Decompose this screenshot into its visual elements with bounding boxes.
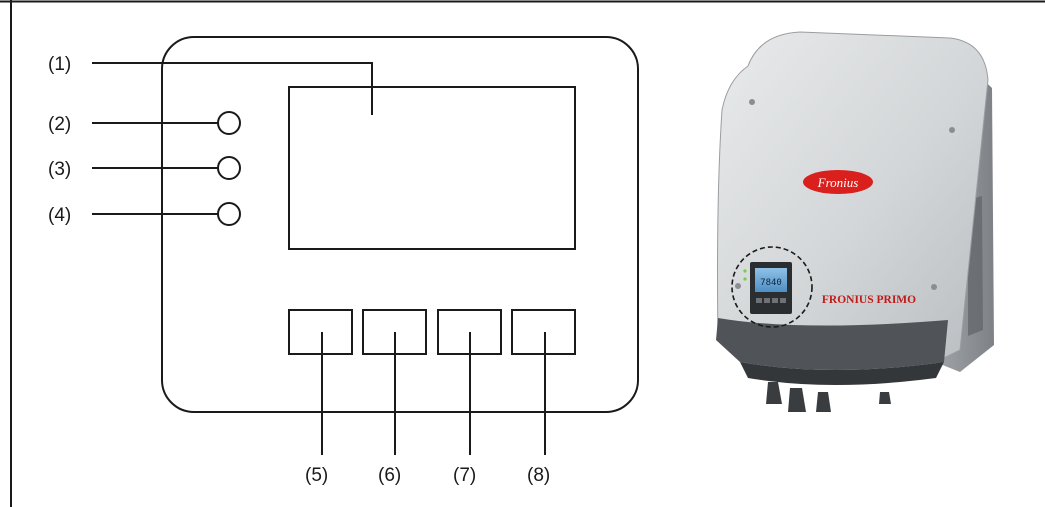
inverter-display-button [772,298,778,303]
status-led-4 [217,202,241,226]
inverter-display-button [764,298,770,303]
callout-label-1: (1) [48,54,71,75]
status-led-3 [217,156,241,180]
inverter-bottom-band-lip [740,362,944,385]
inverter-led [743,269,747,273]
display-highlight-circle [731,246,813,328]
fronius-logo-badge [803,170,873,194]
inverter-led [743,277,747,281]
inverter-display-button [756,298,762,303]
status-led-2 [217,111,241,135]
panel-button-5 [288,309,353,355]
inverter-housing [717,31,989,366]
callout-label-6: (6) [378,465,401,486]
display-screen [288,86,576,250]
control-panel-outline [161,36,639,413]
leader-line-1 [92,62,373,115]
model-label: FRONIUS PRIMO [822,294,916,306]
callout-label-8: (8) [527,465,550,486]
inverter-display-value: 7840 [760,278,782,288]
housing-screw [949,127,955,133]
callout-label-2: (2) [48,114,71,135]
callout-label-3: (3) [48,159,71,180]
inverter-display-button [780,298,786,303]
callout-label-7: (7) [453,465,476,486]
panel-button-8 [511,309,576,355]
inverter-bottom-band [716,318,948,370]
inverter-illustration: Fronius FRONIUS PRIMO 7840 [716,31,994,412]
housing-screw [749,99,755,105]
inverter-bottom-connectors [766,382,891,412]
callout-label-5: (5) [305,465,328,486]
housing-screw [931,284,937,290]
housing-screw [735,283,741,289]
fronius-logo-text: Fronius [817,175,859,190]
inverter-display-screen [755,268,787,292]
callout-label-4: (4) [48,205,71,226]
